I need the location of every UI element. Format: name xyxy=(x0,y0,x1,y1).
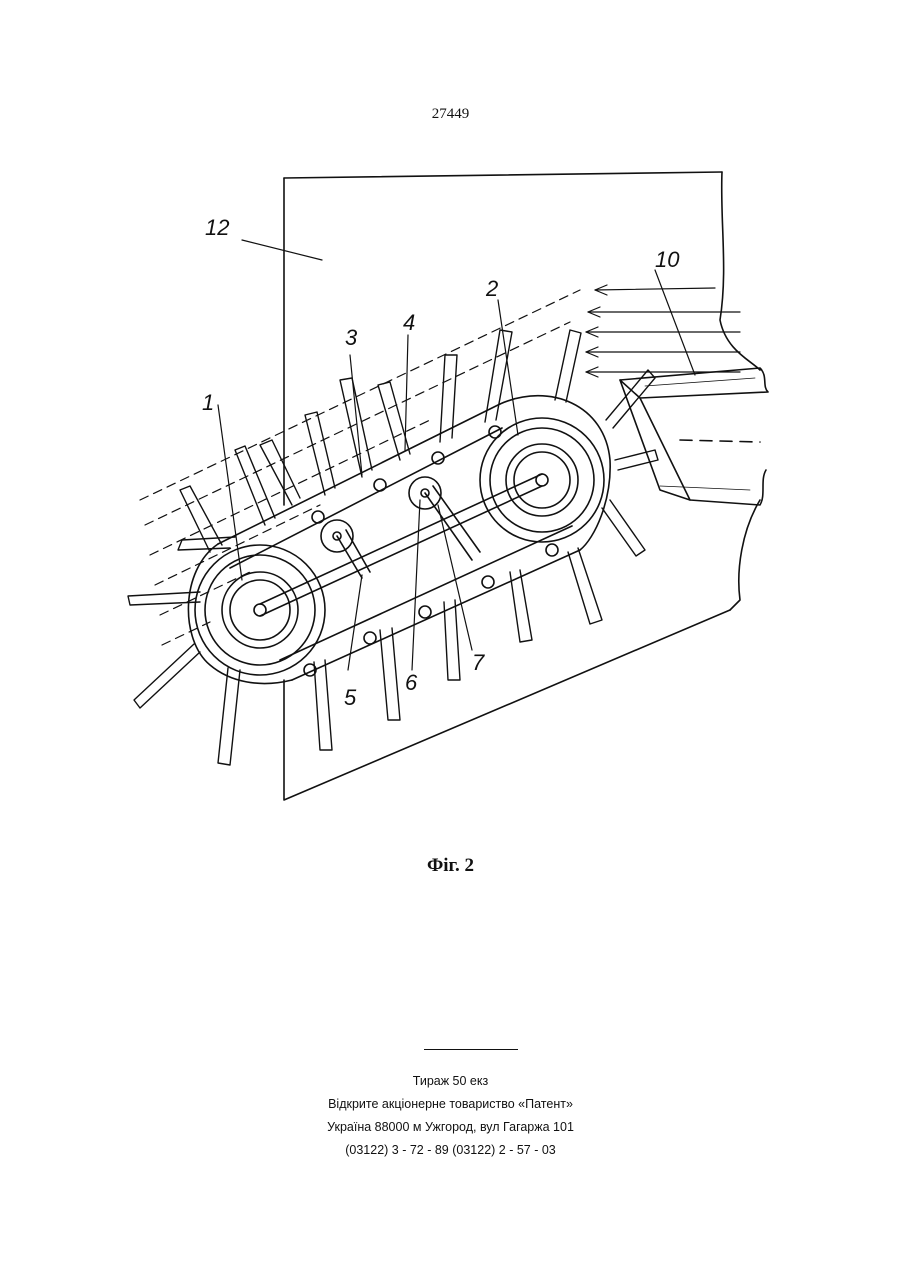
label-1: 1 xyxy=(202,390,214,415)
flow-arrows xyxy=(586,285,740,377)
label-3: 3 xyxy=(345,325,358,350)
publisher-phones: (03122) 3 - 72 - 89 (03122) 2 - 57 - 03 xyxy=(0,1139,901,1162)
drum-1 xyxy=(195,545,325,675)
divider-rule xyxy=(424,1049,518,1050)
label-7: 7 xyxy=(472,650,485,675)
label-2: 2 xyxy=(485,276,498,301)
patent-number: 27449 xyxy=(0,106,901,123)
label-4: 4 xyxy=(403,310,415,335)
drive-shaft xyxy=(260,474,542,616)
publisher-name: Відкрите акціонерне товариство «Патент» xyxy=(0,1093,901,1116)
circulation-text: Тираж 50 екз xyxy=(0,1070,901,1093)
label-12: 12 xyxy=(205,215,229,240)
publisher-address: Україна 88000 м Ужгород, вул Гагаржа 101 xyxy=(0,1116,901,1139)
tension-rollers xyxy=(321,477,480,578)
publisher-imprint: Тираж 50 екз Відкрите акціонерне товарис… xyxy=(0,1070,901,1162)
patent-figure-drawing: 12 10 2 4 3 1 5 6 7 xyxy=(100,160,800,810)
label-5: 5 xyxy=(344,685,357,710)
label-6: 6 xyxy=(405,670,418,695)
figure-caption: Фіг. 2 xyxy=(0,855,901,877)
inlet-pipe xyxy=(620,368,768,505)
label-10: 10 xyxy=(655,247,680,272)
